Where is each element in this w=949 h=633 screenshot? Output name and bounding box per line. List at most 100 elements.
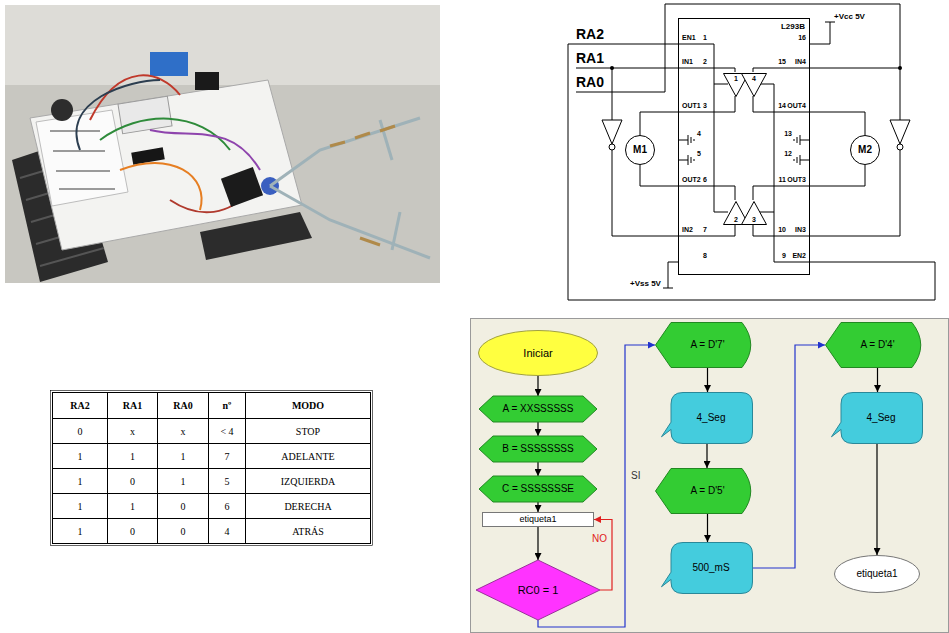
wire <box>810 150 900 236</box>
ground-symbol <box>678 155 694 165</box>
buffer-triangle: 4 <box>741 73 767 97</box>
node-text: M2 <box>858 144 872 156</box>
node-outline <box>478 330 598 376</box>
resistor <box>330 142 345 146</box>
node-text: 500_mS <box>692 562 729 574</box>
signal-name: RA1 <box>576 51 604 66</box>
pin-label: IN1 <box>682 58 693 66</box>
node-text: 3 <box>752 215 756 224</box>
pin-label: 13 <box>784 130 792 138</box>
breadboard-holes <box>50 130 115 190</box>
outline-shape <box>479 396 597 422</box>
goto-terminal: etiqueta1 <box>834 555 920 593</box>
text-holder: Iniciar <box>478 330 598 376</box>
outline-shape <box>476 560 600 620</box>
node-text: 4_Seg <box>697 412 726 424</box>
decision-diamond: RC0 = 1 <box>476 560 600 620</box>
vss-wire <box>663 262 678 288</box>
output-box: A = D'5' <box>655 468 760 514</box>
node-text: B = SSSSSSSS <box>502 443 573 455</box>
node-outline <box>479 436 597 462</box>
flow-arrow <box>753 345 825 568</box>
outline-shape <box>479 476 597 502</box>
node-outline <box>741 73 767 97</box>
pin-label: EN2 <box>792 252 806 260</box>
hole-row <box>59 188 115 190</box>
node-outline <box>825 322 930 368</box>
table-cell: RA1 <box>108 393 157 418</box>
base-plate <box>30 80 302 250</box>
inverter-bubble <box>897 144 903 150</box>
wire <box>568 44 678 45</box>
motor-symbol: M1 <box>625 135 655 165</box>
pin-label: 2 <box>703 58 707 66</box>
pin-label: OUT3 <box>787 176 806 184</box>
table-cell: 1 <box>53 469 107 493</box>
pin-label: 4 <box>697 130 701 138</box>
macro-call: 500_mS <box>661 542 753 594</box>
sensor <box>51 99 73 121</box>
wire <box>753 186 810 200</box>
node-text: A = XXSSSSSS <box>503 403 574 415</box>
node-outline <box>625 135 655 165</box>
table-border <box>53 393 371 544</box>
text-holder: 4_Seg <box>661 392 753 444</box>
pin-label: EN1 <box>682 34 696 42</box>
pin-label: 16 <box>798 34 806 42</box>
ic-ground <box>678 18 810 275</box>
wire <box>612 150 678 236</box>
pin-label: +Vss 5V <box>630 279 661 288</box>
wire <box>150 130 260 170</box>
buffer-triangle: 1 <box>723 73 749 97</box>
gripper <box>270 118 430 258</box>
ground-symbol <box>794 135 810 145</box>
table-cell: 1 <box>108 444 157 468</box>
table-cell: IZQUIERDA <box>246 469 370 493</box>
table-cell: 1 <box>53 519 107 543</box>
pin-label: OUT4 <box>787 102 806 110</box>
wire <box>810 165 865 186</box>
node-text: 1 <box>734 74 738 83</box>
wire <box>753 68 810 72</box>
node-outline <box>479 476 597 502</box>
breadboard <box>36 110 128 206</box>
junction-dot <box>898 66 902 70</box>
pin-label: 9 <box>782 252 786 260</box>
text-holder: 2 <box>723 201 749 225</box>
table-cell: RA2 <box>53 393 107 418</box>
table-cell: DERECHA <box>246 494 370 518</box>
table-lines <box>51 391 373 546</box>
outline-shape <box>656 323 751 368</box>
edge-label: SI <box>630 470 641 482</box>
text-holder: B = SSSSSSSS <box>479 436 597 462</box>
flow-arrow <box>707 368 708 392</box>
table-cell: 5 <box>209 469 245 493</box>
inverter-symbol <box>602 120 622 144</box>
output-box: A = D'7' <box>655 322 760 368</box>
table-cell: < 4 <box>209 419 245 443</box>
enable-wire <box>678 44 728 212</box>
node-text: 2 <box>734 215 738 224</box>
pin-label: IN3 <box>795 226 806 234</box>
flow-arrow <box>537 422 538 436</box>
text-holder: M1 <box>625 135 655 165</box>
node-text: M1 <box>633 144 647 156</box>
flow-arrow <box>537 527 538 560</box>
pin-label: 1 <box>703 34 707 42</box>
flow-arrow <box>876 444 877 555</box>
buffer-triangle: 3 <box>741 201 767 225</box>
pcb <box>118 96 172 133</box>
wire <box>76 80 160 150</box>
text-holder: A = D'7' <box>655 322 760 368</box>
outline-shape <box>832 393 923 444</box>
wire <box>678 186 735 200</box>
resistor <box>380 126 395 131</box>
vcc-wire <box>810 22 835 44</box>
text-holder: 4 <box>741 73 767 97</box>
outline-shape <box>851 136 880 165</box>
pin-label: OUT2 <box>682 176 701 184</box>
table-cell: 1 <box>53 494 107 518</box>
